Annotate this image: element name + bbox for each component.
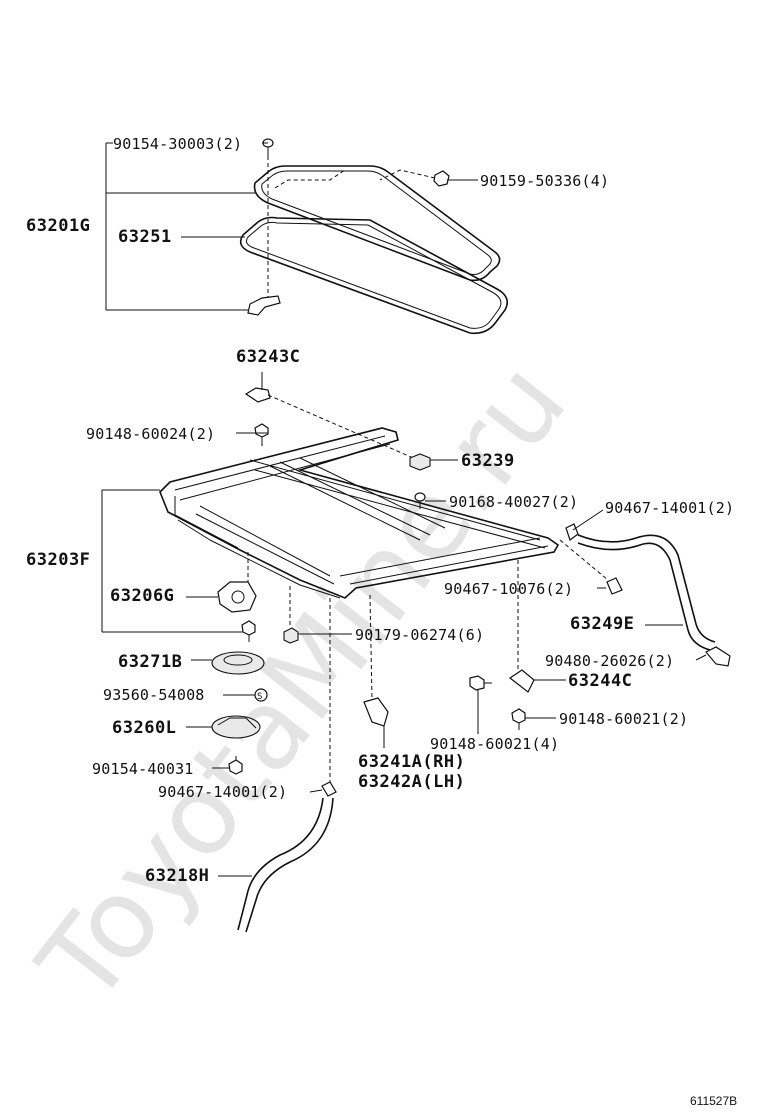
group-bracket-63201G [105,142,255,311]
label-90168-40027: 90168-40027(2) [449,493,578,511]
bracket-icon [363,697,389,727]
bolt-icon [241,620,256,642]
drain-hose-icon [237,797,334,933]
drive-gear-icon [211,651,265,675]
bolt-icon [511,708,526,730]
label-90467-10076: 90467-10076(2) [444,580,573,598]
label-90179-06274: 90179-06274(6) [355,626,484,644]
weatherstrip [239,216,508,335]
bracket-icon [508,669,535,693]
screw-icon [228,756,243,775]
label-90154-40031: 90154-40031 [92,760,194,778]
drain-hose-icon [577,534,716,651]
bracket-icon [247,295,281,316]
label-63201G: 63201G [26,216,90,236]
label-63242A: 63242A(LH) [358,772,465,792]
bracket-icon [244,387,271,403]
hose-joint-icon [705,646,731,667]
leader-lines [181,142,707,877]
label-90467-14001-left: 90467-14001(2) [158,783,287,801]
sunroof-frame [159,427,560,599]
label-63218H: 63218H [145,866,209,886]
slider-block-icon [409,453,431,471]
figure-id: 611527B [690,1094,737,1108]
svg-text:S: S [257,692,262,702]
motor-bracket-icon [217,581,257,613]
clip-icon [606,577,623,595]
label-90148-60024: 90148-60024(2) [86,425,215,443]
bolt-icon [469,675,492,691]
nut-icon [283,627,299,644]
label-63203F: 63203F [26,550,90,570]
label-90148-60021-right: 90148-60021(2) [559,710,688,728]
screw-icon [414,492,426,509]
label-63206G: 63206G [110,586,174,606]
label-63271B: 63271B [118,652,182,672]
label-63251: 63251 [118,227,172,247]
label-63249E: 63249E [570,614,634,634]
label-63244C: 63244C [568,671,632,691]
group-bracket-63203F [101,489,243,633]
label-63239: 63239 [461,451,515,471]
screw-icon [262,138,274,156]
label-90154-30003: 90154-30003(2) [113,135,242,153]
drive-unit-icon [211,715,261,739]
label-90467-14001-right: 90467-14001(2) [605,499,734,517]
bolt-icon [254,423,269,446]
clamp-icon [321,781,337,797]
label-63243C: 63243C [236,347,300,367]
nut-icon [433,170,450,187]
label-63260L: 63260L [112,718,176,738]
label-63241A: 63241A(RH) [358,752,465,772]
sunroof-glass-assembly [253,165,501,282]
label-90148-60021-center: 90148-60021(4) [430,735,559,753]
label-93560-54008: 93560-54008 [103,686,205,704]
label-90480-26026: 90480-26026(2) [545,652,674,670]
clamp-icon [565,523,579,541]
part-labels: 90154-30003(2) 63201G 63251 90159-50336(… [26,135,734,886]
label-90159-50336: 90159-50336(4) [480,172,609,190]
clip-icon: S [254,688,268,702]
